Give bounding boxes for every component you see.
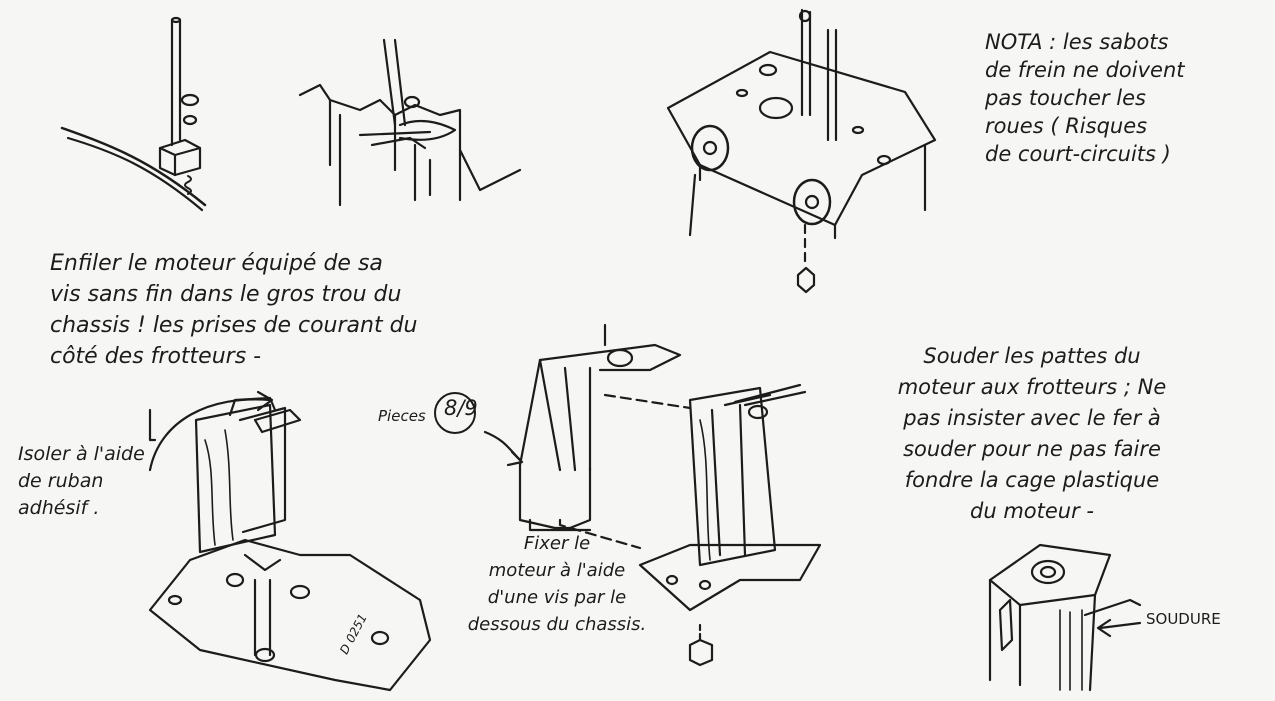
pieces-number: 8/9 (444, 396, 478, 420)
fixer-instruction: Fixer le moteur à l'aide d'une vis par l… (467, 533, 647, 635)
soudure-detail-drawing (988, 543, 1142, 692)
bracket-motor-drawing (434, 323, 822, 667)
pieces-label: Pieces (378, 407, 426, 425)
enfiler-instruction: Enfiler le moteur équipé de sa vis sans … (50, 251, 418, 369)
motor-chassis-drawing (148, 390, 432, 692)
souder-instruction: Souder les pattes du moteur aux frotteur… (897, 344, 1167, 523)
chassis-wheels-drawing (666, 8, 937, 294)
soudure-label: SOUDURE (1146, 610, 1221, 628)
brake-shoe-drawing (60, 16, 207, 212)
chassis-profile-drawing (298, 38, 522, 207)
isoler-instruction: Isoler à l'aide de ruban adhésif . (18, 443, 145, 519)
nota-note: NOTA : les sabots de frein ne doivent pa… (985, 30, 1185, 166)
